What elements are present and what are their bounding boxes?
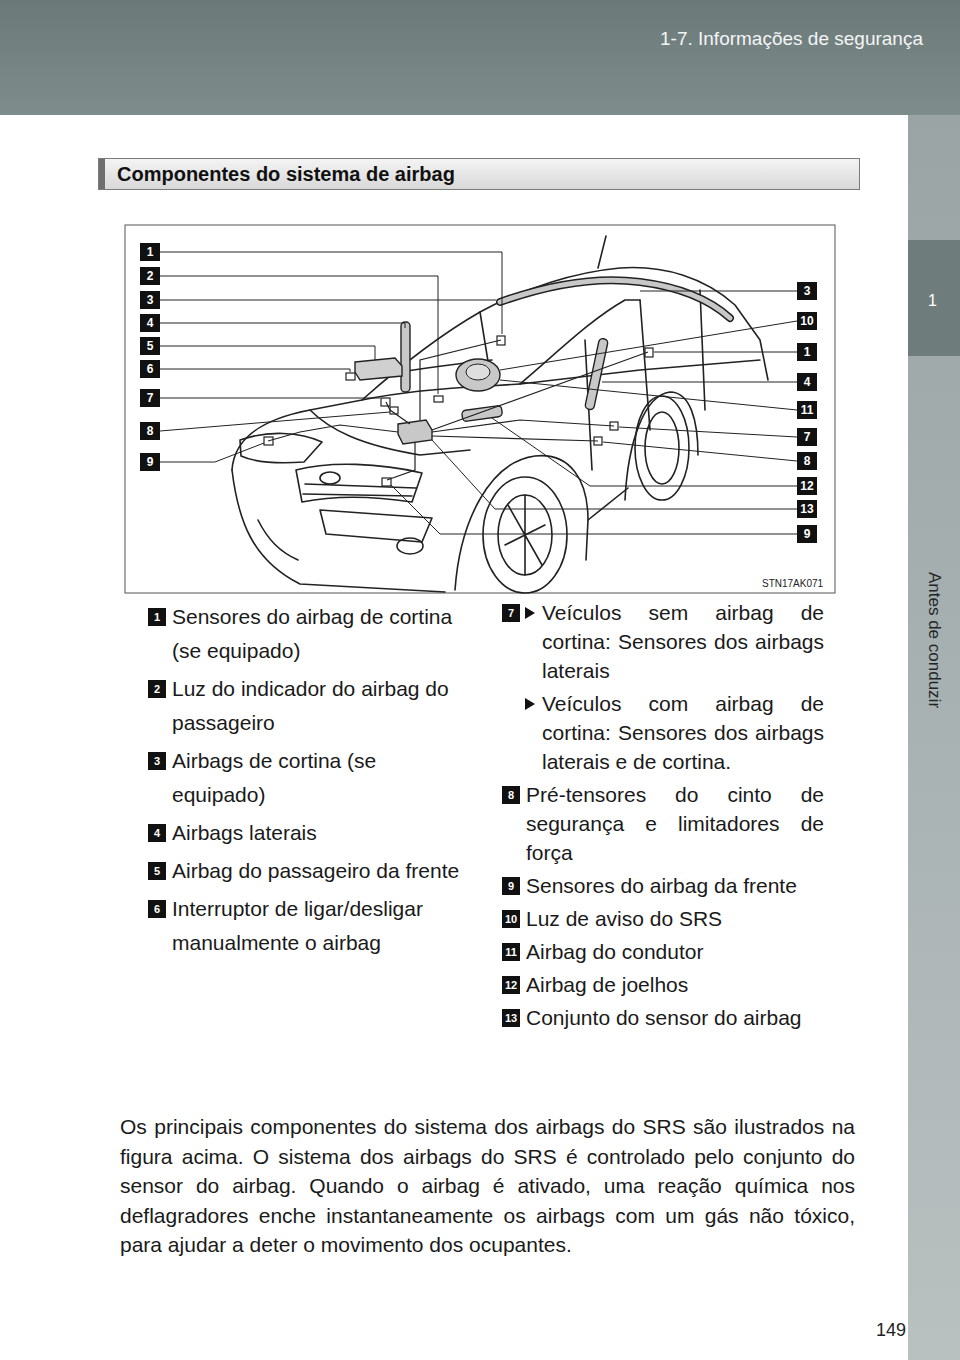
callout-number: 4 xyxy=(140,314,160,332)
callout-number: 9 xyxy=(140,453,160,471)
legend-row: 13 Conjunto do sensor do airbag xyxy=(502,1003,824,1032)
item-marker: 5 xyxy=(148,862,166,880)
item-marker: 9 xyxy=(502,877,520,895)
legend-row: 11 Airbag do condutor xyxy=(502,937,824,966)
airbag-components xyxy=(264,280,730,486)
callout-number: 5 xyxy=(140,337,160,355)
item-text: Airbags de cortina (se equipado) xyxy=(172,744,468,812)
section-band: Componentes do sistema de airbag xyxy=(98,158,860,190)
chapter-name: Antes de conduzir xyxy=(924,572,944,708)
body-paragraph: Os principais componentes do sistema dos… xyxy=(120,1112,855,1260)
legend-row: 1 Sensores do airbag de cortina (se equip… xyxy=(148,600,470,668)
legend-row: 10 Luz de aviso do SRS xyxy=(502,904,824,933)
legend-row: 12 Airbag de joelhos xyxy=(502,970,824,999)
bullet-triangle-shape xyxy=(525,698,535,710)
callout-number: 12 xyxy=(797,477,817,495)
item-marker: 1 xyxy=(148,608,166,626)
item-marker: 2 xyxy=(148,680,166,698)
illustration-frame xyxy=(125,225,835,593)
callout-number: 3 xyxy=(797,282,817,300)
item-marker: 13 xyxy=(502,1009,520,1027)
item-text: Airbag do passageiro da frente xyxy=(172,854,468,888)
bullet-triangle xyxy=(520,604,538,622)
item-marker: 3 xyxy=(148,752,166,770)
callout-number: 2 xyxy=(140,267,160,285)
section-title: Componentes do sistema de airbag xyxy=(99,159,859,189)
callout-number: 1 xyxy=(140,243,160,261)
chapter-tab xyxy=(908,240,960,356)
callout-number: 3 xyxy=(140,291,160,309)
legend-row: 5 Airbag do passageiro da frente xyxy=(148,854,470,888)
legend-row: 9 Sensores do airbag da frente xyxy=(502,871,824,900)
item-text: Sensores do airbag de cortina (se equipa… xyxy=(172,600,468,668)
item-marker: 11 xyxy=(502,943,520,961)
header-bar xyxy=(0,0,960,115)
legend-column: 7 Veículos sem airbag de cortina: Sensore… xyxy=(502,598,824,1032)
callout-number: 11 xyxy=(797,401,817,419)
callout-number: 8 xyxy=(797,452,817,470)
callout-number: 7 xyxy=(140,389,160,407)
legend-row: 7 Veículos sem airbag de cortina: Sensore… xyxy=(502,598,824,685)
legend-row: 2 Luz do indicador do airbag do passageir… xyxy=(148,672,470,740)
bullet-triangle-shape xyxy=(525,607,535,619)
legend-row: 6 Interruptor de ligar/desligar manualmen… xyxy=(148,892,470,960)
figure-code: STN17AK071 xyxy=(762,578,823,589)
side-strip xyxy=(908,115,960,1360)
callout-number: 13 xyxy=(797,500,817,518)
page-number: 149 xyxy=(876,1320,906,1341)
callout-number: 8 xyxy=(140,422,160,440)
item-text: Airbag de joelhos xyxy=(526,970,824,999)
item-text: Sensores do airbag da frente xyxy=(526,871,824,900)
item-marker: 7 xyxy=(502,604,520,622)
legend-row: 4 Airbags laterais xyxy=(148,816,470,850)
item-text: Airbag do condutor xyxy=(526,937,824,966)
car-illustration xyxy=(232,236,768,593)
item-text: Veículos com airbag de cortina: Sensores… xyxy=(542,689,824,776)
legend-row: Veículos com airbag de cortina: Sensores… xyxy=(502,689,824,776)
chapter-number: 1 xyxy=(928,292,937,310)
callout-number: 7 xyxy=(797,428,817,446)
item-marker: 12 xyxy=(502,976,520,994)
item-marker: 6 xyxy=(148,900,166,918)
legend-row: 8 Pré-tensores do cinto de segurança e li… xyxy=(502,780,824,867)
item-marker: 4 xyxy=(148,824,166,842)
callout-number: 10 xyxy=(797,312,817,330)
item-marker: 8 xyxy=(502,786,520,804)
item-text: Airbags laterais xyxy=(172,816,468,850)
leader-lines xyxy=(160,252,797,534)
callout-number: 6 xyxy=(140,360,160,378)
item-marker: 10 xyxy=(502,910,520,928)
callout-number: 9 xyxy=(797,525,817,543)
callout-number: 4 xyxy=(797,373,817,391)
item-text: Interruptor de ligar/desligar manualment… xyxy=(172,892,468,960)
item-text: Veículos sem airbag de cortina: Sensores… xyxy=(542,598,824,685)
item-text: Conjunto do sensor do airbag xyxy=(526,1003,824,1032)
legend-column: 1 Sensores do airbag de cortina (se equip… xyxy=(148,600,470,960)
bullet-triangle xyxy=(520,695,538,713)
item-text: Luz de aviso do SRS xyxy=(526,904,824,933)
callout-number: 1 xyxy=(797,343,817,361)
marker-spacer xyxy=(502,689,520,707)
running-header: 1-7. Informações de segurança xyxy=(660,28,923,50)
item-text: Luz do indicador do airbag do passageiro xyxy=(172,672,468,740)
item-text: Pré-tensores do cinto de segurança e lim… xyxy=(526,780,824,867)
band-accent xyxy=(99,159,105,189)
legend-row: 3 Airbags de cortina (se equipado) xyxy=(148,744,470,812)
